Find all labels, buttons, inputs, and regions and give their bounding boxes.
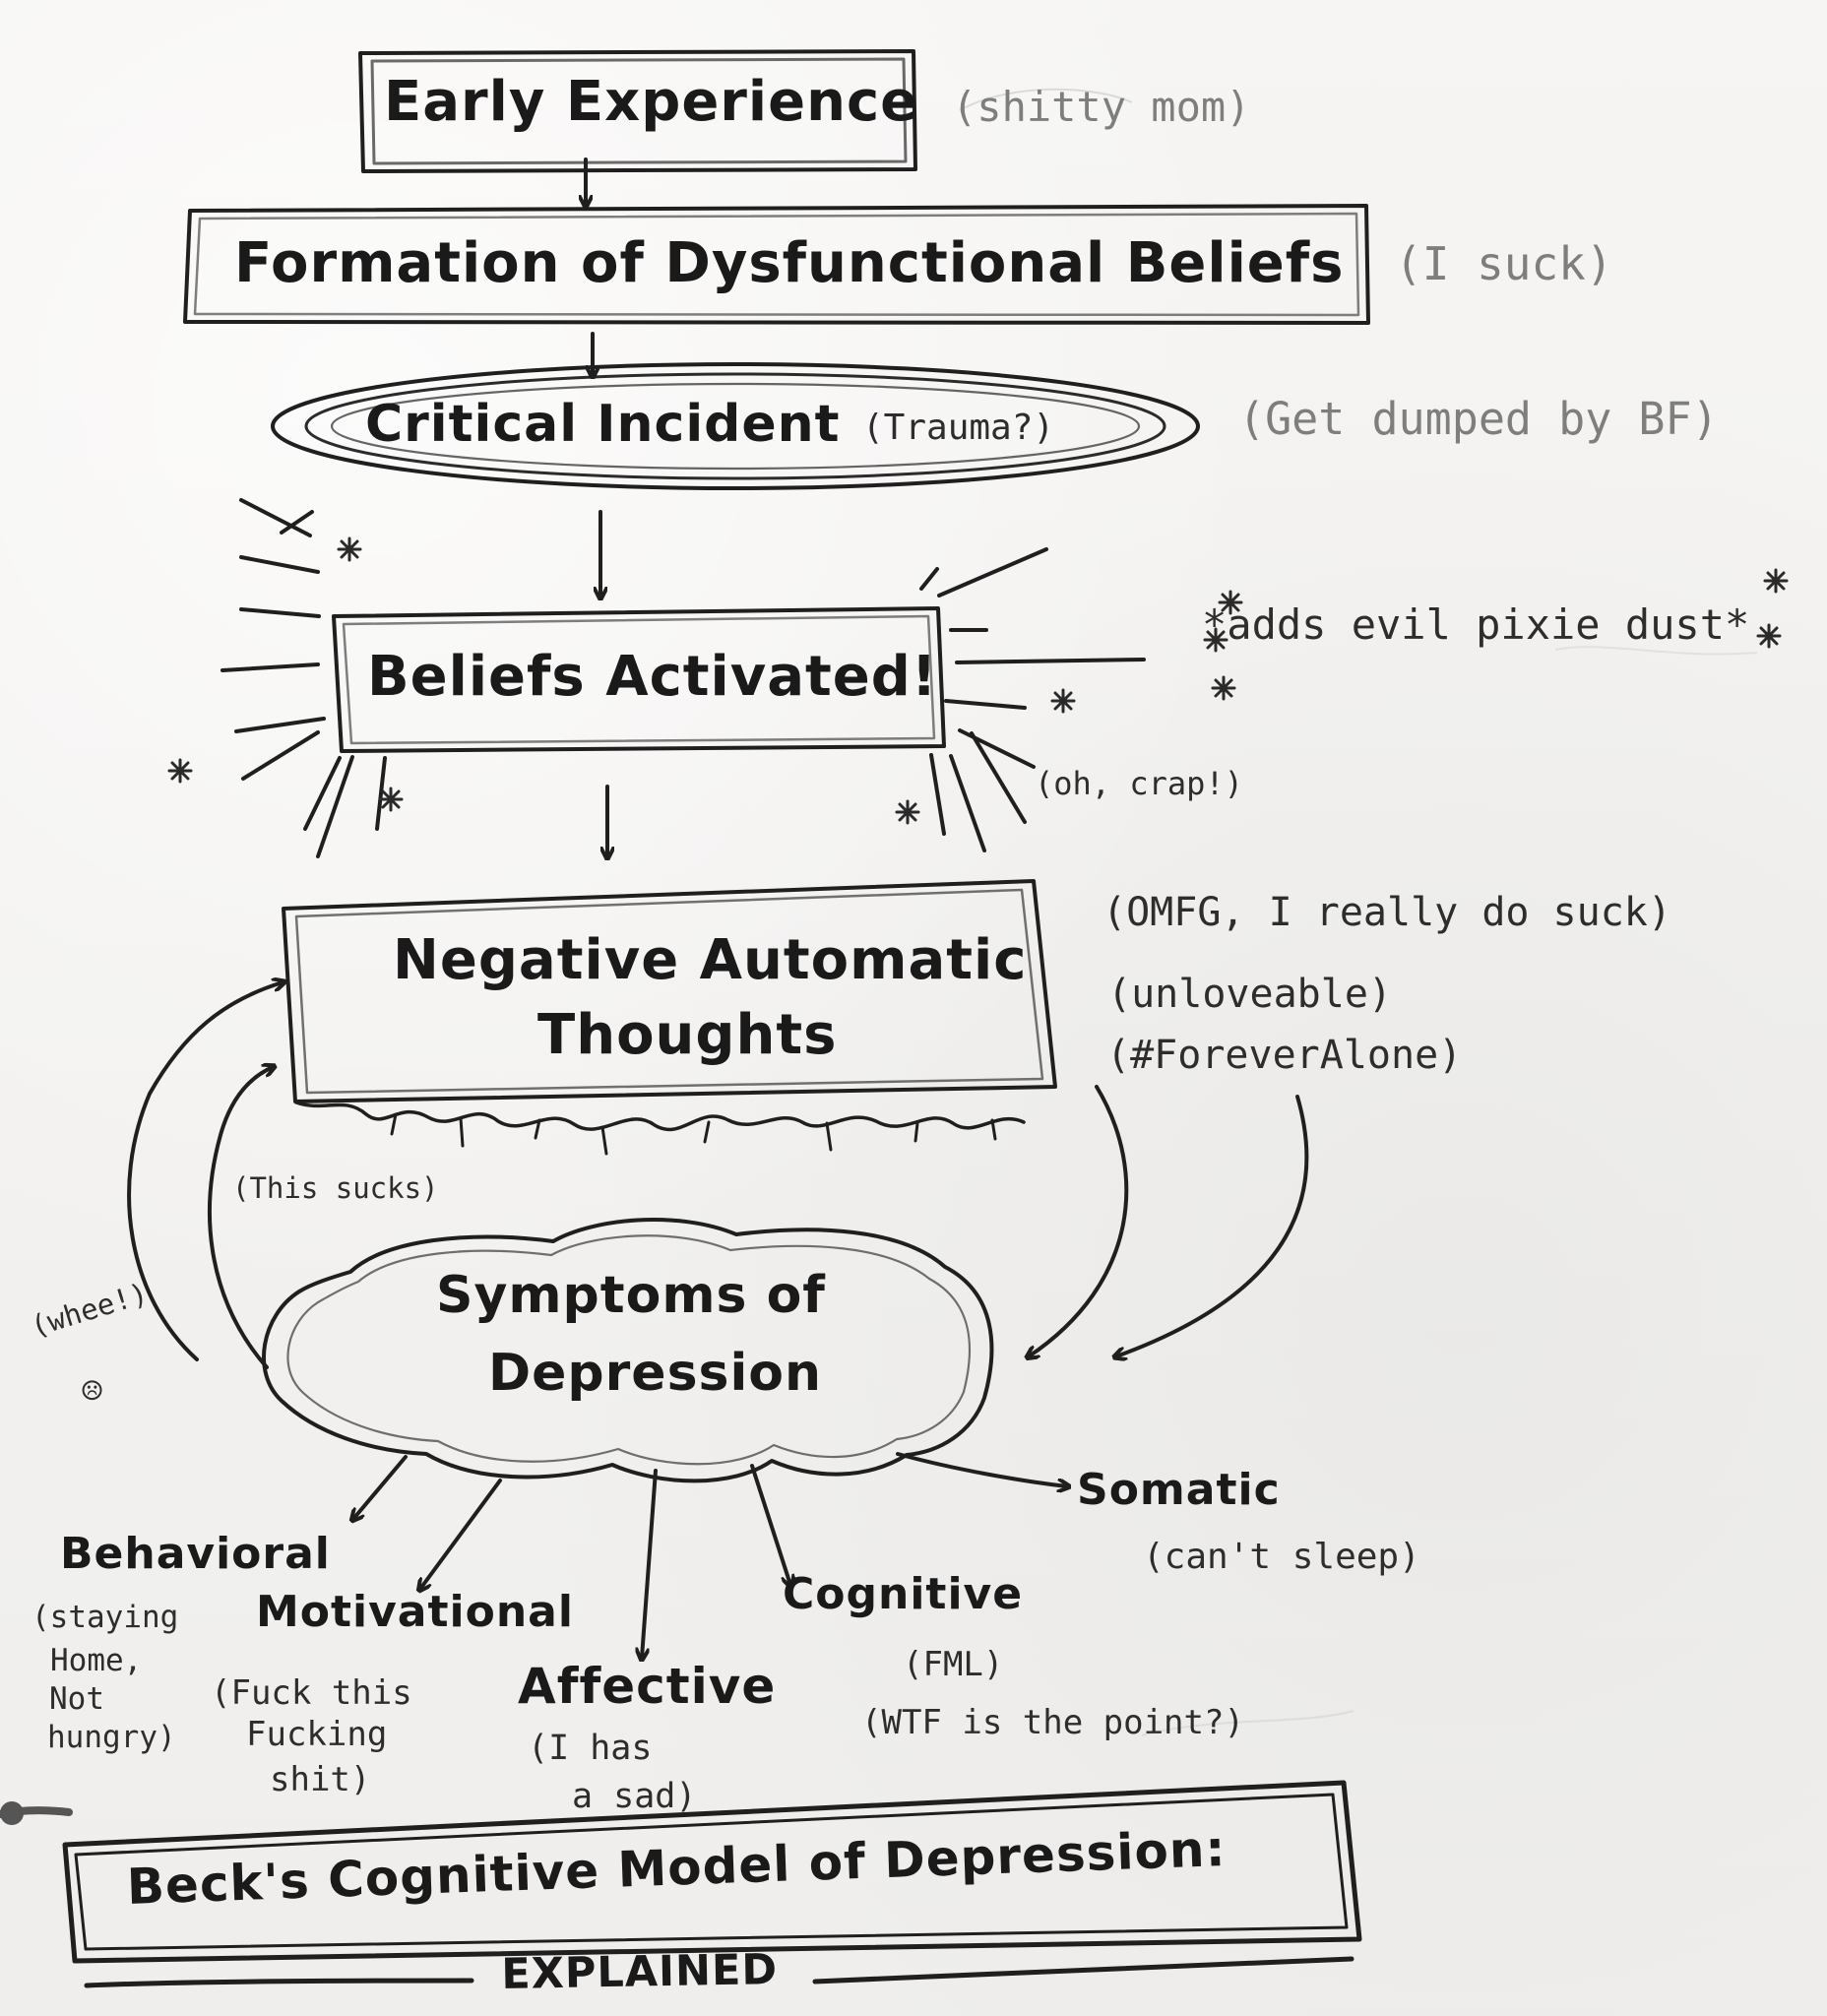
critical-incident-inner-halo: [330, 382, 1141, 471]
branch-affective: [642, 1469, 658, 1658]
negative-thoughts-box-inner: [294, 888, 1044, 1095]
behavioral-note-1: (staying: [32, 1600, 179, 1635]
negative-note-3: (#ForeverAlone): [1106, 1033, 1463, 1078]
critical-incident-outer-halo: [271, 362, 1200, 490]
negative-note-2: (unloveable): [1107, 972, 1392, 1017]
this-sucks-note: (This sucks): [232, 1171, 439, 1205]
footer-subtitle: EXPLAINED: [500, 1945, 779, 1999]
behavioral-note-2: Home,: [50, 1643, 143, 1678]
critical-incident-halo: [304, 372, 1166, 480]
affective-note-2: a sad): [572, 1777, 697, 1816]
behavioral-note-4: hungry): [47, 1720, 176, 1755]
symptoms-cloud-inner: [286, 1234, 972, 1466]
faint-pencil-smudge-top: [959, 88, 1133, 111]
formation-box: [183, 204, 1370, 325]
binder-dot: [0, 1801, 24, 1825]
beliefs-activated-box-inner: [342, 614, 936, 745]
early-experience-label: Early Experience: [384, 70, 919, 134]
cognitive-note-1: (FML): [903, 1645, 1004, 1684]
footer-underline-right: [812, 1956, 1354, 1984]
critical-incident-label: Critical Incident: [365, 395, 841, 454]
branch-somatic: [896, 1452, 1067, 1486]
negative-thoughts-line-2: Thoughts: [537, 1003, 838, 1067]
somatic-label: Somatic: [1077, 1465, 1281, 1515]
cognitive-label: Cognitive: [783, 1569, 1024, 1619]
motivational-note-3: shit): [270, 1760, 371, 1799]
feedback-arrow-inner: [207, 1067, 273, 1369]
motivational-note-1: (Fuck this: [211, 1673, 412, 1713]
motivational-note-2: Fucking: [246, 1715, 388, 1754]
beliefs-stars: [167, 536, 1789, 825]
branch-cognitive: [750, 1464, 790, 1585]
note-to-symptoms-arrow-right: [1116, 1095, 1309, 1356]
early-experience-note: (shitty mom): [952, 83, 1251, 131]
beliefs-side-note: *adds evil pixie dust*: [1202, 600, 1750, 649]
early-experience-box-inner: [370, 57, 908, 165]
early-experience-box: [358, 49, 917, 173]
symptoms-line-2: Depression: [488, 1344, 823, 1403]
beliefs-activated-label: Beliefs Activated!: [367, 645, 938, 709]
faint-pencil-smudge-bottom: [1141, 1710, 1354, 1736]
frown-icon: ☹: [82, 1372, 103, 1412]
footer-frame-inner: [74, 1793, 1349, 1951]
formation-note: (I suck): [1395, 237, 1613, 290]
critical-incident-inner-note: (Trauma?): [862, 408, 1055, 448]
negative-thoughts-line-1: Negative Automatic: [393, 928, 1028, 992]
negative-note-1: (OMFG, I really do suck): [1102, 890, 1671, 935]
beliefs-burst-lines: [220, 498, 1146, 858]
somatic-note: (can't sleep): [1143, 1537, 1420, 1577]
negative-to-symptoms-arrow-right: [1029, 1085, 1129, 1356]
cognitive-note-2: (WTF is the point?): [861, 1703, 1244, 1742]
branch-behavioral: [353, 1455, 408, 1519]
formation-label: Formation of Dysfunctional Beliefs: [234, 231, 1345, 295]
symptoms-line-1: Symptoms of: [436, 1266, 826, 1325]
affective-label: Affective: [518, 1658, 777, 1715]
feedback-arrow-outer: [127, 982, 283, 1361]
beliefs-activated-box: [332, 606, 946, 753]
behavioral-label: Behavioral: [60, 1529, 331, 1579]
negative-thoughts-drips: [390, 1112, 997, 1156]
formation-box-inner: [193, 212, 1360, 317]
footer-frame: [62, 1780, 1362, 1964]
negative-thoughts-box: [282, 879, 1057, 1103]
symptoms-cloud: [262, 1218, 994, 1483]
footer-underline-left: [84, 1978, 474, 1988]
branch-motivational: [420, 1479, 502, 1589]
beliefs-sub-note: (oh, crap!): [1035, 765, 1243, 802]
affective-note-1: (I has: [528, 1729, 653, 1768]
critical-incident-note: (Get dumped by BF): [1238, 393, 1719, 445]
negative-thoughts-drip-line: [294, 1101, 1026, 1132]
motivational-label: Motivational: [256, 1587, 574, 1637]
faint-pencil-smudge-right: [1554, 646, 1758, 656]
behavioral-note-3: Not: [49, 1681, 104, 1717]
